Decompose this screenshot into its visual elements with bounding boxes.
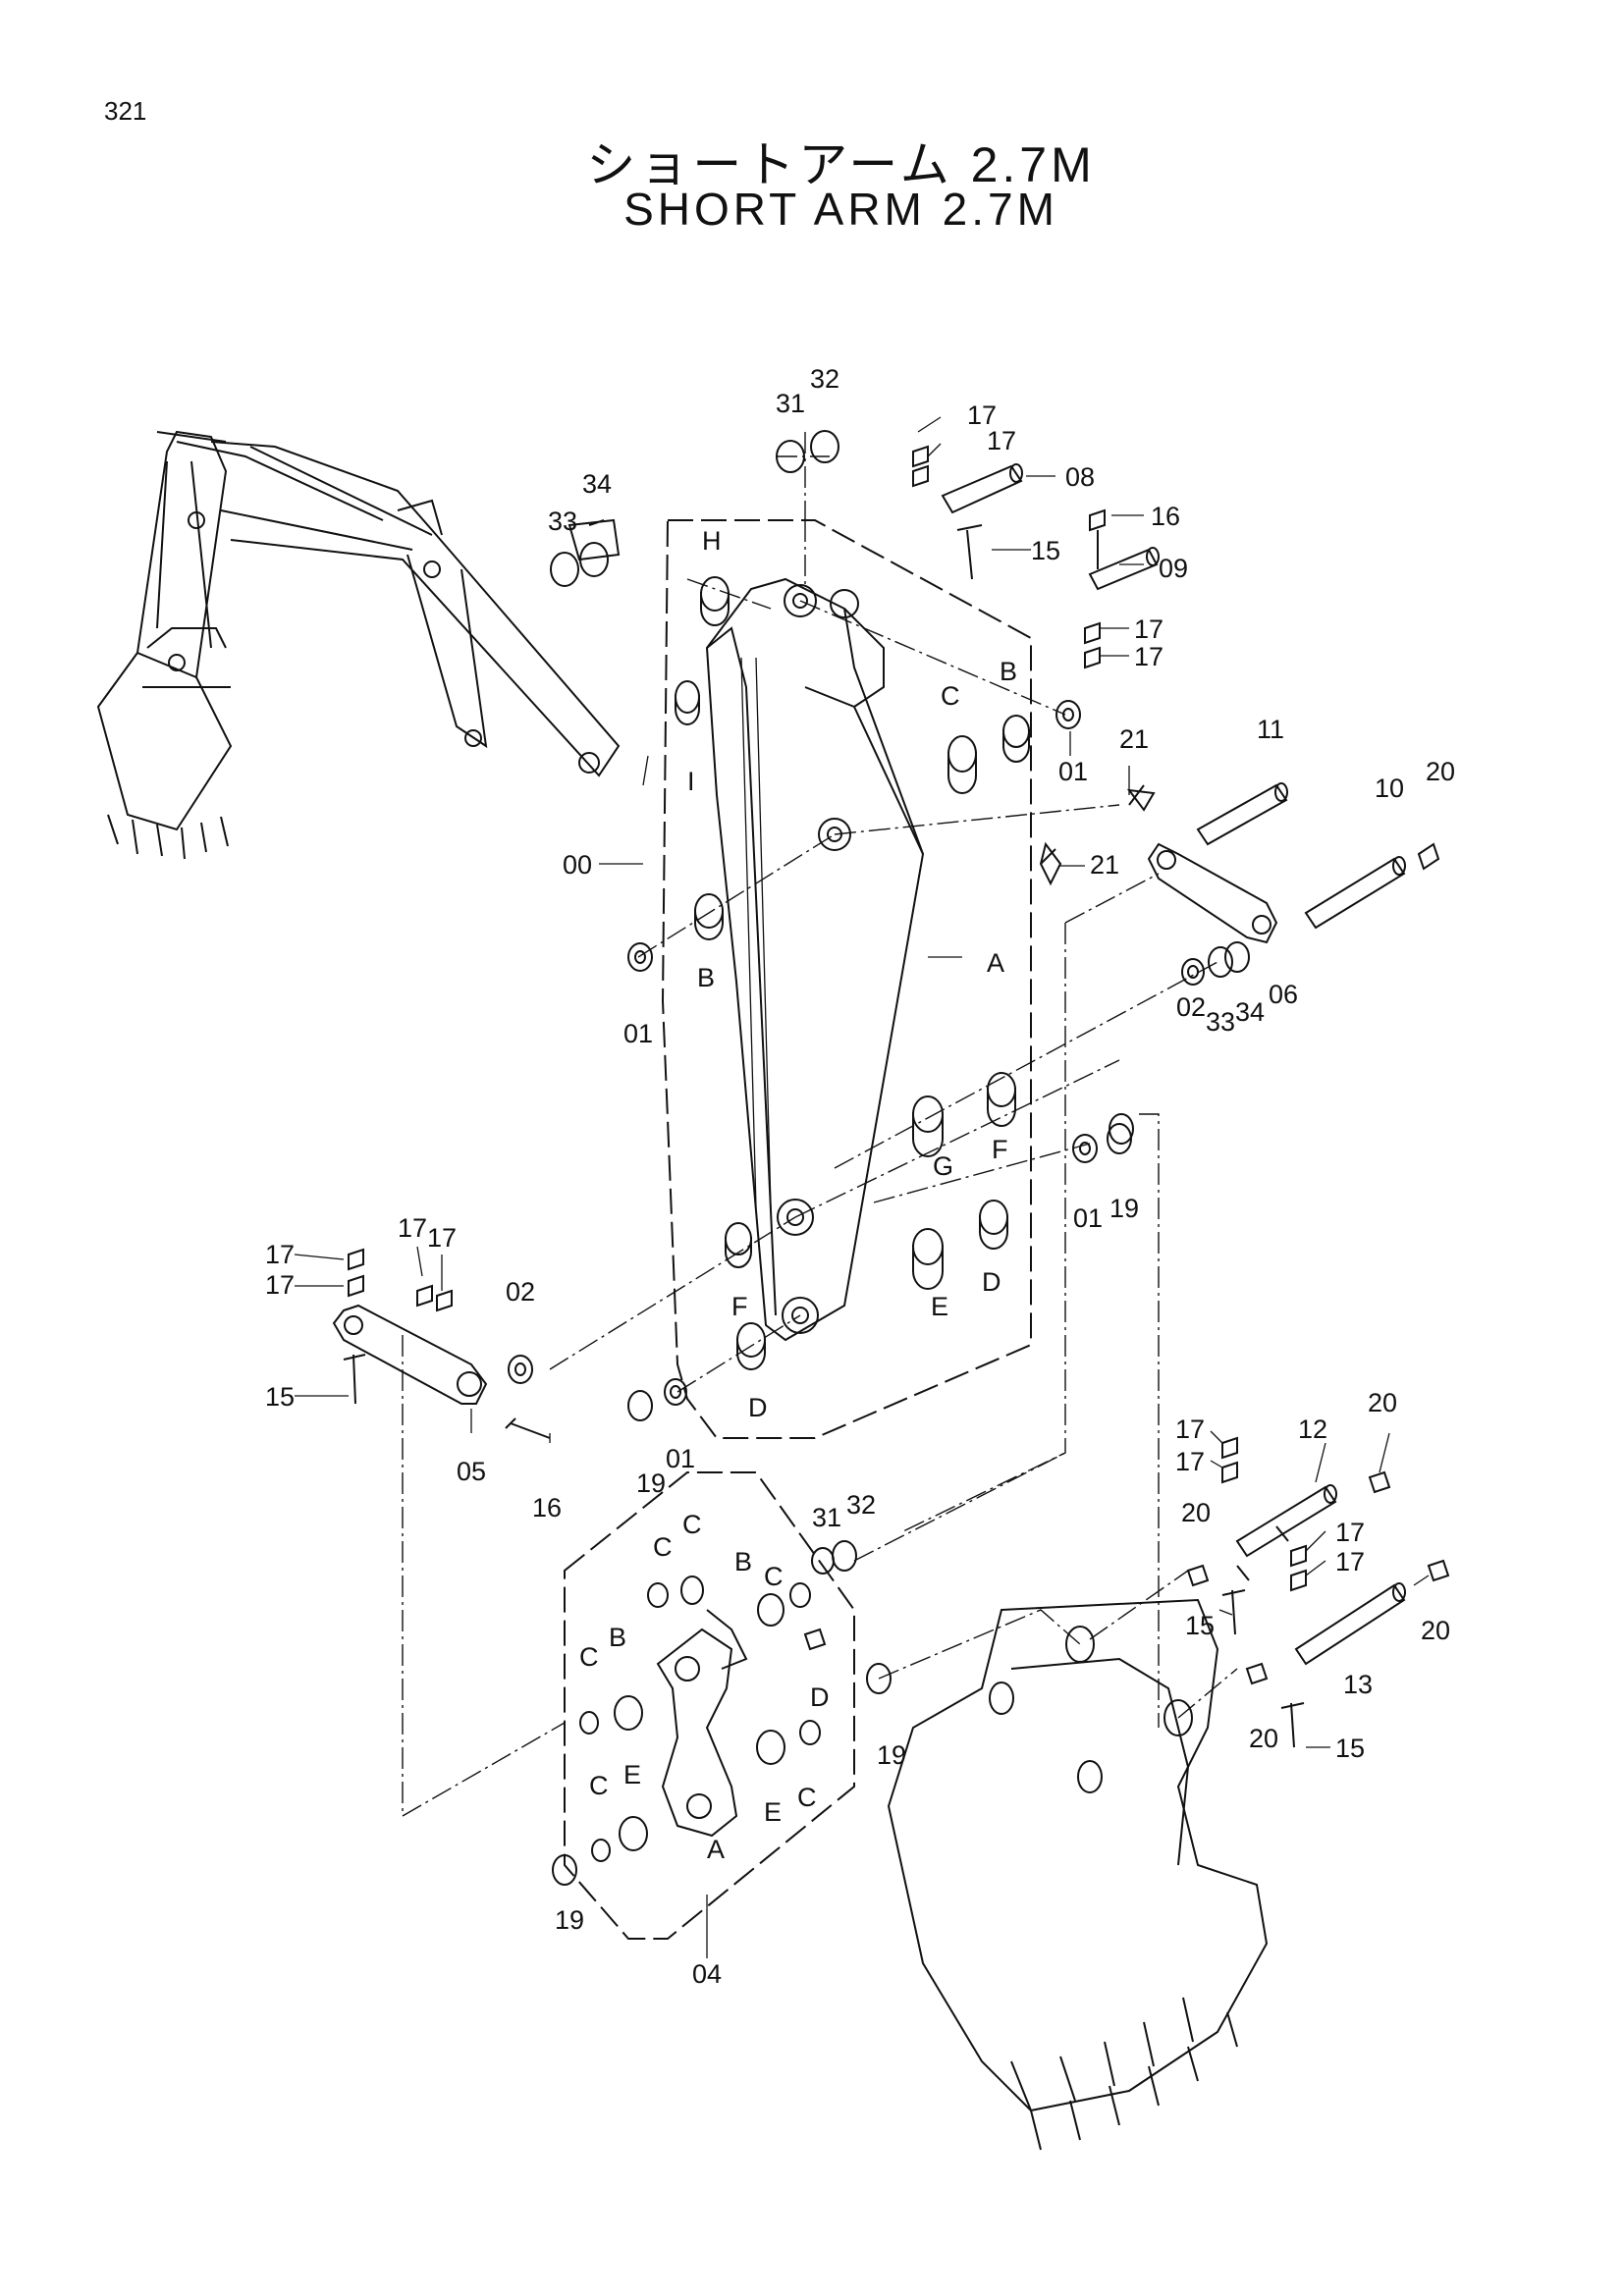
callout-E: E [623, 1760, 641, 1789]
callout-15: 15 [1031, 536, 1060, 565]
callout-labels: 31 32 33 34 17 17 08 16 15 09 17 17 H I … [265, 364, 1455, 1989]
callout-17: 17 [967, 400, 997, 430]
callout-05: 05 [457, 1457, 486, 1486]
callout-C: C [653, 1532, 673, 1562]
link-assembly-boundary [564, 1471, 855, 1940]
callout-20: 20 [1249, 1724, 1278, 1753]
callout-D: D [748, 1393, 768, 1422]
callout-16: 16 [532, 1493, 562, 1522]
callout-20: 20 [1421, 1616, 1450, 1645]
callout-F: F [992, 1135, 1008, 1164]
callout-17: 17 [398, 1213, 427, 1243]
callout-I: I [687, 767, 695, 796]
callout-31: 31 [776, 389, 805, 418]
pins [941, 463, 1406, 1666]
callout-20: 20 [1368, 1388, 1397, 1417]
callout-12: 12 [1298, 1415, 1327, 1444]
arm-body [705, 577, 925, 1342]
callout-20: 20 [1181, 1498, 1211, 1527]
excavator-overview-illustration [96, 430, 621, 860]
callout-17: 17 [265, 1270, 295, 1300]
callout-02: 02 [506, 1277, 535, 1307]
callout-21: 21 [1090, 850, 1119, 880]
callout-32: 32 [846, 1490, 876, 1520]
callout-F: F [731, 1292, 748, 1321]
callout-C: C [589, 1771, 609, 1800]
callout-11: 11 [1257, 715, 1284, 744]
center-lines [402, 432, 1238, 1818]
callout-17: 17 [1175, 1415, 1205, 1444]
callout-13: 13 [1343, 1670, 1373, 1699]
callout-G: G [933, 1151, 953, 1181]
callout-D: D [810, 1682, 830, 1712]
callout-B: B [1000, 657, 1017, 686]
callout-02: 02 [1176, 992, 1206, 1022]
callout-01: 01 [1073, 1203, 1103, 1233]
callout-06: 06 [1269, 980, 1298, 1009]
link-05-part [332, 1304, 488, 1405]
callout-D: D [982, 1267, 1001, 1297]
callout-17: 17 [1134, 614, 1163, 644]
callout-01: 01 [666, 1444, 695, 1473]
callout-31: 31 [812, 1503, 841, 1532]
callout-C: C [682, 1510, 702, 1539]
callout-00: 00 [563, 850, 592, 880]
callout-A: A [707, 1835, 725, 1864]
callout-C: C [579, 1642, 599, 1672]
callout-17: 17 [987, 426, 1016, 455]
callout-32: 32 [810, 364, 839, 394]
leader-lines [294, 416, 1430, 1958]
callout-19: 19 [877, 1740, 906, 1770]
callout-08: 08 [1065, 462, 1095, 492]
callout-15: 15 [265, 1382, 295, 1412]
callout-16: 16 [1151, 502, 1180, 531]
page-number: 321 [104, 96, 147, 126]
title-japanese: ショートアーム 2.7M [586, 137, 1096, 192]
callout-B: B [609, 1623, 626, 1652]
callout-15: 15 [1335, 1734, 1365, 1763]
callout-19: 19 [636, 1468, 666, 1498]
callout-01: 01 [623, 1019, 653, 1048]
callout-E: E [764, 1797, 782, 1827]
callout-34: 34 [582, 469, 612, 499]
callout-A: A [987, 948, 1004, 978]
callout-C: C [941, 681, 960, 711]
callout-17: 17 [265, 1240, 295, 1269]
arm-assembly-boundary [661, 519, 1032, 1439]
callout-04: 04 [692, 1959, 722, 1989]
callout-17: 17 [1175, 1447, 1205, 1476]
callout-10: 10 [1375, 774, 1404, 803]
callout-17: 17 [1134, 642, 1163, 671]
callout-C: C [764, 1562, 784, 1591]
title-english: SHORT ARM 2.7M [623, 184, 1058, 235]
callout-01: 01 [1058, 757, 1088, 786]
callout-33: 33 [548, 507, 577, 536]
link-06-part [1147, 842, 1278, 944]
callout-17: 17 [1335, 1518, 1365, 1547]
callout-17: 17 [1335, 1547, 1365, 1576]
callout-17: 17 [427, 1223, 457, 1253]
callout-19: 19 [1109, 1194, 1139, 1223]
callout-15: 15 [1185, 1611, 1215, 1640]
callout-C: C [797, 1783, 817, 1812]
callout-E: E [931, 1292, 948, 1321]
link-part [656, 1609, 748, 1838]
callout-20: 20 [1426, 757, 1455, 786]
callout-09: 09 [1159, 554, 1188, 583]
small-parts [343, 430, 1450, 1886]
callout-B: B [734, 1547, 752, 1576]
callout-B: B [697, 963, 715, 992]
callout-H: H [702, 526, 722, 556]
callout-34: 34 [1235, 997, 1265, 1027]
callout-19: 19 [555, 1905, 584, 1935]
callout-33: 33 [1206, 1007, 1235, 1037]
bucket-illustration [887, 1598, 1269, 2151]
callout-21: 21 [1119, 724, 1149, 754]
